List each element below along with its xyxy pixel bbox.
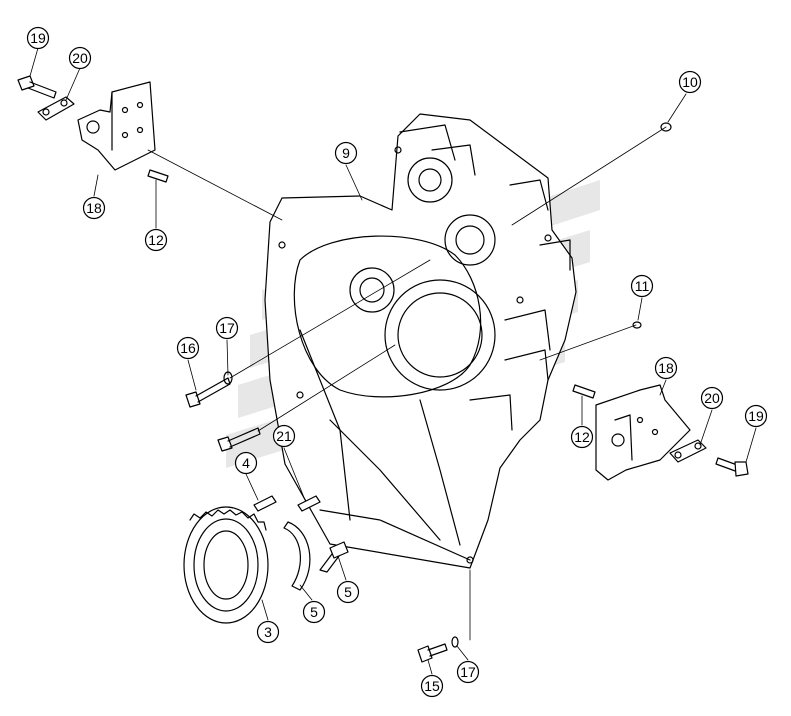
svg-text:20: 20 xyxy=(704,390,720,406)
ring-gear xyxy=(183,506,269,624)
bolt-right xyxy=(715,457,749,477)
svg-text:5: 5 xyxy=(344,584,352,600)
bolt-lower-left xyxy=(217,427,261,452)
bolt-5 xyxy=(319,541,349,573)
svg-text:17: 17 xyxy=(460,664,476,680)
svg-text:10: 10 xyxy=(682,74,698,90)
pin-21 xyxy=(297,495,321,512)
svg-text:5: 5 xyxy=(310,604,318,620)
callout-21: 21 xyxy=(272,424,296,448)
dowel-pin-left xyxy=(147,169,169,183)
svg-text:4: 4 xyxy=(242,455,250,471)
svg-text:18: 18 xyxy=(658,360,674,376)
svg-text:3: 3 xyxy=(264,624,272,640)
svg-text:19: 19 xyxy=(30,30,46,46)
svg-text:12: 12 xyxy=(148,232,164,248)
svg-text:11: 11 xyxy=(635,278,650,294)
svg-text:18: 18 xyxy=(86,200,102,216)
shim-5 xyxy=(283,521,311,591)
washer-11 xyxy=(632,321,642,329)
callout-20-right: 20 xyxy=(700,386,724,410)
svg-text:19: 19 xyxy=(748,408,764,424)
callout-9: 9 xyxy=(334,141,358,165)
callout-11: 11 xyxy=(630,274,654,298)
callout-19-right: 19 xyxy=(744,404,768,428)
washer-10 xyxy=(660,122,672,132)
callout-4: 4 xyxy=(234,451,258,475)
svg-text:20: 20 xyxy=(72,50,88,66)
lock-plate-right xyxy=(669,439,707,463)
bolt-15 xyxy=(417,643,448,663)
svg-text:21: 21 xyxy=(276,428,292,444)
bracket-left xyxy=(77,81,156,171)
callout-16: 16 xyxy=(176,336,200,360)
callout-20-left: 20 xyxy=(68,46,92,70)
callout-17-lower: 17 xyxy=(456,660,480,684)
svg-text:17: 17 xyxy=(219,320,235,336)
leader-lines xyxy=(29,47,757,675)
callout-18-right: 18 xyxy=(654,356,678,380)
svg-text:12: 12 xyxy=(574,429,590,445)
callout-15: 15 xyxy=(420,674,444,698)
callout-12-left: 12 xyxy=(144,228,168,252)
callout-5-upper: 5 xyxy=(336,580,360,604)
bolt-left xyxy=(17,75,57,99)
dowel-pin-right xyxy=(572,384,596,399)
callout-18-left: 18 xyxy=(82,196,106,220)
svg-text:9: 9 xyxy=(342,145,350,161)
lock-plate-left xyxy=(37,96,75,121)
flywheel-housing xyxy=(264,113,577,569)
svg-text:15: 15 xyxy=(424,678,440,694)
washer-17-lower xyxy=(451,636,459,648)
callout-3: 3 xyxy=(256,620,280,644)
bracket-right xyxy=(595,384,691,481)
callout-12-right: 12 xyxy=(570,425,594,449)
callout-10: 10 xyxy=(678,70,702,94)
callout-19-left: 19 xyxy=(26,26,50,50)
pin-4 xyxy=(253,495,277,512)
callout-5-lower: 5 xyxy=(302,600,326,624)
svg-text:16: 16 xyxy=(180,340,196,356)
callout-17-upper: 17 xyxy=(215,316,239,340)
